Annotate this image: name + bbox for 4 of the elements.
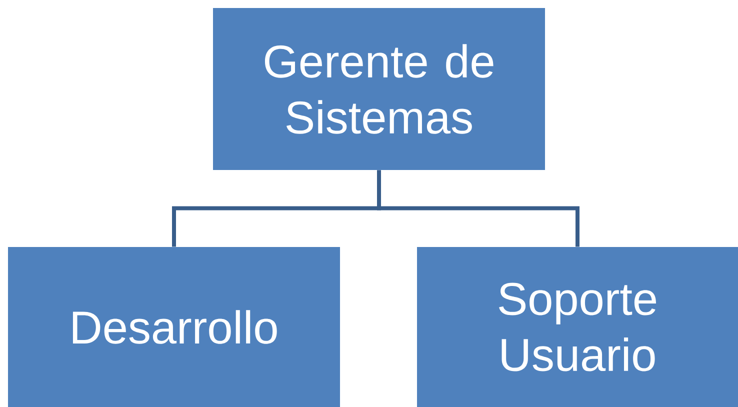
connector: [377, 170, 580, 247]
org-box: Desarrollo: [8, 247, 340, 407]
org-box: Gerente de Sistemas: [213, 8, 545, 170]
org-box: Soporte Usuario: [417, 247, 738, 407]
